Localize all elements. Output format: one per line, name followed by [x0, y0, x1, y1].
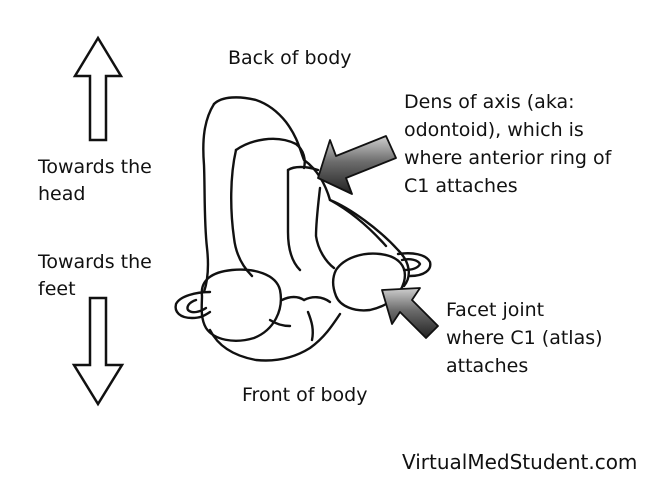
front-of-body-label: Front of body: [242, 384, 368, 406]
facet-callout-line-3: attaches: [446, 355, 529, 377]
facet-callout-arrow: [381, 287, 439, 339]
towards-feet-line-1: Towards the: [38, 251, 152, 273]
dens-callout-line-3: where anterior ring of: [404, 147, 612, 169]
dens-callout-line-1: Dens of axis (aka:: [404, 91, 575, 113]
facet-callout-label: Facet joint where C1 (atlas) attaches: [446, 296, 603, 380]
dens-callout-arrow: [317, 135, 397, 195]
towards-head-label: Towards the head: [38, 154, 152, 208]
towards-feet-label: Towards the feet: [38, 249, 152, 303]
up-arrow-icon: [72, 35, 124, 142]
dens-callout-label: Dens of axis (aka: odontoid), which is w…: [404, 88, 611, 200]
towards-head-line-2: head: [38, 183, 86, 205]
watermark-text: VirtualMedStudent.com: [402, 450, 638, 474]
down-arrow-icon: [71, 296, 125, 407]
dens-callout-line-2: odontoid), which is: [404, 119, 584, 141]
dens-callout-line-4: C1 attaches: [404, 175, 518, 197]
facet-callout-line-2: where C1 (atlas): [446, 327, 603, 349]
facet-callout-line-1: Facet joint: [446, 299, 545, 321]
towards-feet-line-2: feet: [38, 278, 76, 300]
towards-head-line-1: Towards the: [38, 156, 152, 178]
back-of-body-label: Back of body: [228, 47, 352, 69]
